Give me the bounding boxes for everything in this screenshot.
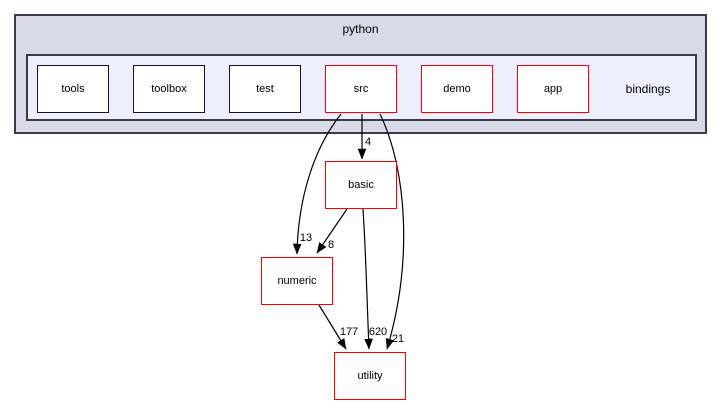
node-toolbox-label: toolbox [151,83,187,95]
edge-label-src-numeric[interactable]: 13 [299,232,313,244]
edge-label-src-utility[interactable]: 21 [391,333,405,345]
node-test[interactable]: test [229,65,301,113]
node-numeric-label: numeric [277,275,317,287]
node-basic[interactable]: basic [325,161,397,209]
node-src[interactable]: src [325,65,397,113]
node-tools[interactable]: tools [37,65,109,113]
node-tools-label: tools [61,83,85,95]
edge-label-basic-utility[interactable]: 620 [368,326,388,338]
edge-src-utility [379,113,405,350]
node-numeric[interactable]: numeric [261,257,333,305]
edge-label-src-basic[interactable]: 4 [364,136,372,148]
node-utility[interactable]: utility [334,352,406,400]
node-demo[interactable]: demo [421,65,493,113]
edge-label-basic-numeric[interactable]: 8 [327,239,335,251]
node-app-label: app [543,83,563,95]
node-src-label: src [353,83,369,95]
node-test-label: test [256,83,274,95]
node-basic-label: basic [348,179,374,191]
node-demo-label: demo [443,83,471,95]
node-app[interactable]: app [517,65,589,113]
edge-label-numeric-utility[interactable]: 177 [339,326,359,338]
cluster-python-label: python [342,22,379,36]
node-toolbox[interactable]: toolbox [133,65,205,113]
node-utility-label: utility [357,370,383,382]
cluster-bindings-label: bindings [625,82,671,96]
